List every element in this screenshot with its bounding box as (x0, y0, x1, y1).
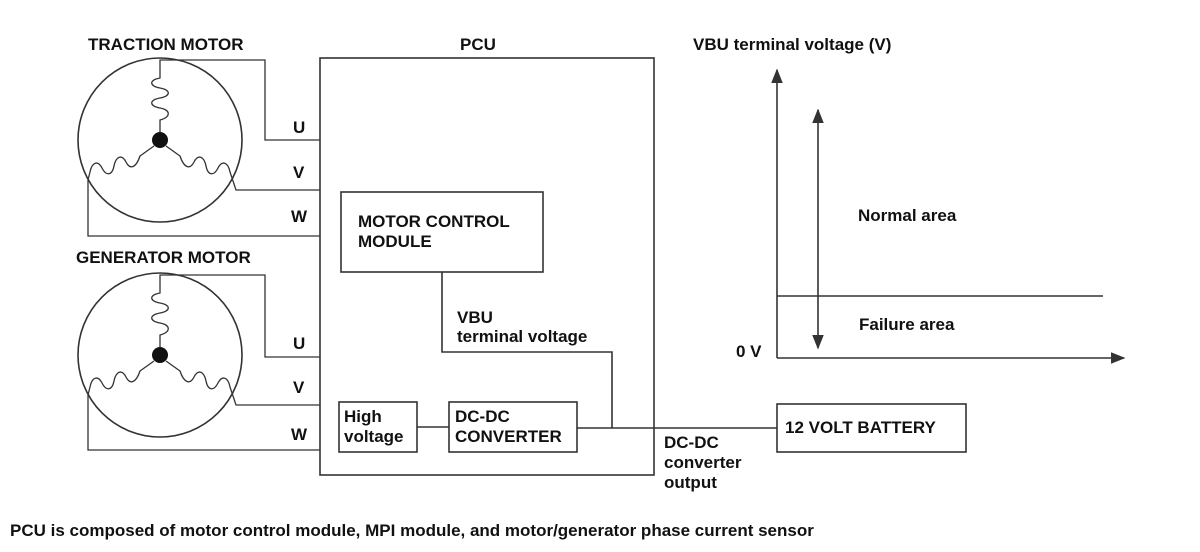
traction-motor-title: TRACTION MOTOR (88, 35, 244, 54)
generator-motor-coil-v (165, 360, 320, 406)
vbu-graph: VBU terminal voltage (V) 0 V Normal area… (693, 35, 1126, 364)
pcu: PCU MOTOR CONTROL MODULE VBU terminal vo… (319, 35, 655, 476)
normal-area-label: Normal area (858, 206, 957, 225)
generator-motor-housing (77, 272, 243, 438)
generator-motor-phase-v: V (293, 378, 305, 397)
motor-control-module-box (340, 191, 544, 273)
high-voltage-label-line1: High (344, 407, 382, 426)
traction-motor-coil-u (151, 59, 320, 141)
dcdc-converter-label-line1: DC-DC (455, 407, 510, 426)
traction-motor-housing (77, 57, 243, 223)
graph-title: VBU terminal voltage (V) (693, 35, 891, 54)
dcdc-output-label-line3: output (664, 473, 717, 492)
pcu-title: PCU (460, 35, 496, 54)
traction-motor: TRACTION MOTOR U V W (77, 35, 320, 237)
battery-box (776, 403, 967, 453)
generator-motor-phase-w: W (291, 425, 308, 444)
diagram-caption: PCU is composed of motor control module,… (10, 521, 814, 540)
traction-motor-neutral-point (152, 132, 168, 148)
vbu-sense-line (441, 272, 613, 428)
motor-control-module-label-line2: MODULE (358, 232, 432, 251)
generator-motor-coil-w (87, 360, 320, 451)
dcdc-output-label-line1: DC-DC (664, 433, 719, 452)
generator-motor: GENERATOR MOTOR U V W (76, 248, 320, 451)
battery-label: 12 VOLT BATTERY (785, 418, 936, 437)
failure-area-label: Failure area (859, 315, 955, 334)
traction-motor-phase-w: W (291, 207, 308, 226)
generator-motor-neutral-point (152, 347, 168, 363)
dcdc-converter-box (448, 401, 578, 453)
traction-motor-coil-v (165, 145, 320, 191)
traction-motor-coil-w (87, 145, 320, 237)
motor-control-module-label-line1: MOTOR CONTROL (358, 212, 510, 231)
high-voltage-label-line2: voltage (344, 427, 404, 446)
vbu-label-line1: VBU (457, 308, 493, 327)
dcdc-output-label-line2: converter (664, 453, 742, 472)
vbu-label-line2: terminal voltage (457, 327, 587, 346)
graph-zero-label: 0 V (736, 342, 762, 361)
generator-motor-phase-u: U (293, 334, 305, 353)
traction-motor-phase-u: U (293, 118, 305, 137)
generator-motor-coil-u (151, 274, 320, 358)
traction-motor-phase-v: V (293, 163, 305, 182)
generator-motor-title: GENERATOR MOTOR (76, 248, 251, 267)
dcdc-converter-label-line2: CONVERTER (455, 427, 562, 446)
